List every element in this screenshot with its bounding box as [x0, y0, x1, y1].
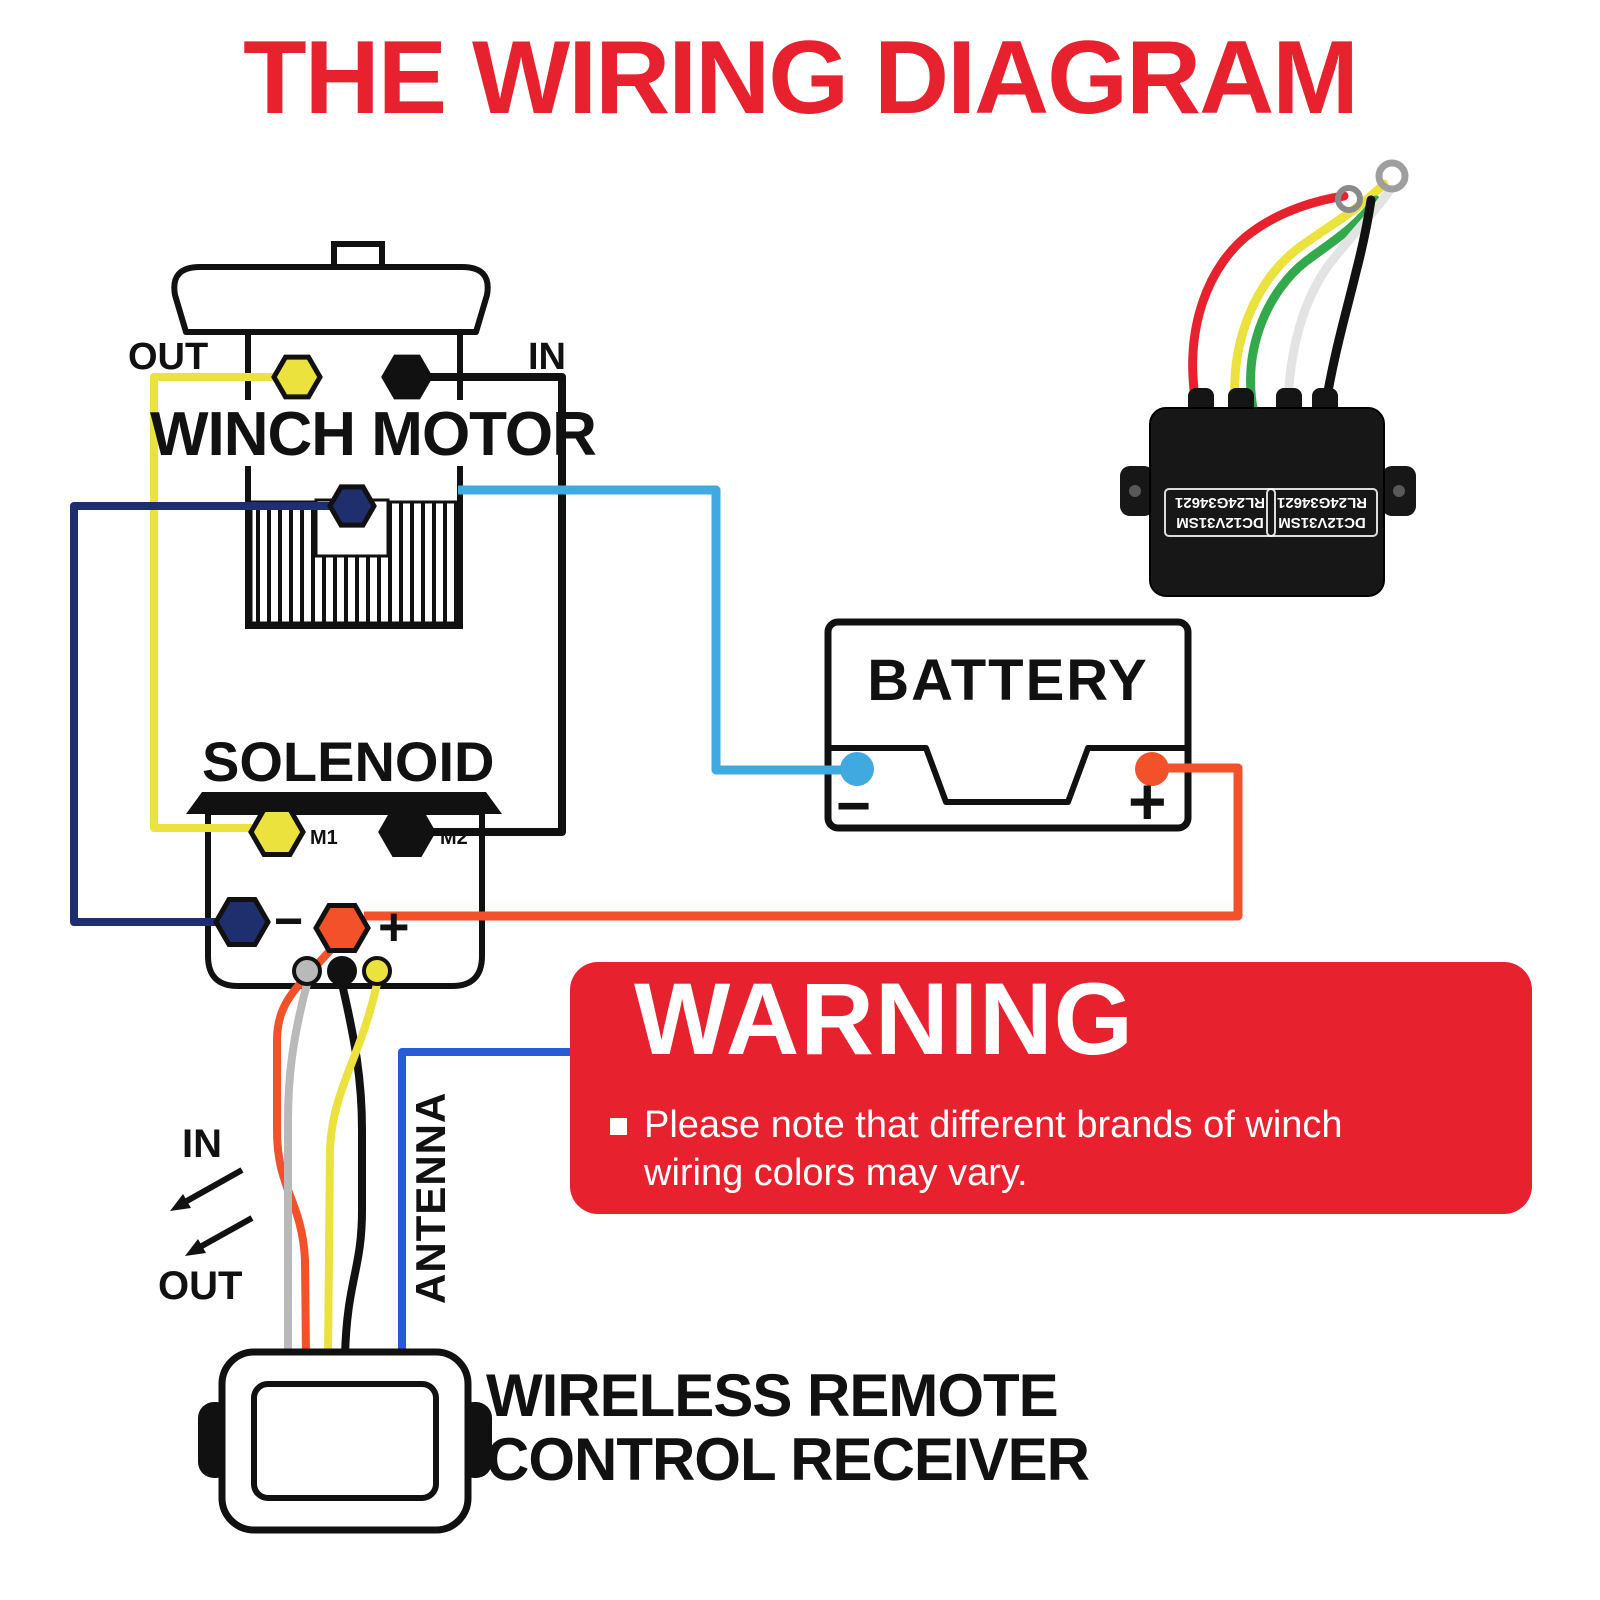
wire-motor-to-solenoid-minus	[70, 502, 348, 926]
receiver-module-photo	[1120, 159, 1416, 597]
photo-red-wire	[1188, 191, 1349, 419]
battery-minus-terminal	[840, 752, 874, 786]
wire-in-to-m2	[412, 373, 566, 836]
solenoid-m2-terminal	[378, 807, 436, 857]
solenoid-stud-yellow	[362, 956, 392, 986]
module-ear-hole	[1393, 485, 1405, 497]
flow-in-label: IN	[182, 1122, 222, 1166]
photo-green-wire	[1246, 195, 1381, 419]
module-ear-hole	[1129, 485, 1141, 497]
wire-antenna	[398, 1048, 620, 1356]
wire-yellow-to-receiver	[324, 983, 381, 1357]
solenoid-minus-terminal	[213, 897, 271, 947]
solenoid-plus-terminal	[313, 903, 371, 953]
battery-plus-label: +	[1128, 764, 1167, 838]
motor-out-terminal	[271, 354, 323, 400]
module-print-serial: RL24G34621	[1276, 494, 1368, 512]
motor-center-terminal	[327, 484, 377, 528]
solenoid-stud-black	[327, 956, 357, 986]
solenoid-m1-label: M1	[310, 827, 338, 849]
warning-note: Please note that different brands of win…	[644, 1104, 1343, 1194]
module-print-model: DC12V31SM	[1176, 514, 1264, 531]
motor-in-terminal	[381, 354, 433, 400]
page-title: THE WIRING DIAGRAM	[243, 20, 1359, 136]
remote-receiver-label-line2: CONTROL RECEIVER	[486, 1426, 1090, 1493]
antenna-label: ANTENNA	[407, 1091, 454, 1304]
battery-body	[824, 618, 1192, 832]
warning-panel: WARNING Please note that different brand…	[570, 962, 1532, 1214]
solenoid-minus-label: −	[274, 893, 304, 949]
remote-receiver-label-line1: WIRELESS REMOTE	[486, 1362, 1059, 1429]
in-arrow-line	[183, 1167, 244, 1205]
winch-motor-drawing	[171, 241, 558, 629]
terminals	[213, 354, 436, 953]
in-arrow-head	[170, 1194, 191, 1211]
warning-bullet-icon	[610, 1118, 627, 1135]
battery-label: BATTERY	[867, 648, 1149, 713]
motor-in-label: IN	[528, 336, 566, 378]
photo-black-wire	[1319, 195, 1376, 419]
ring-terminal-icon	[1375, 159, 1409, 193]
module-print-model: DC12V31SM	[1278, 514, 1366, 531]
module-print-left: DC12V31SM RL24G34621	[1164, 488, 1276, 537]
battery-profile	[828, 745, 1188, 805]
solenoid-stud-gray	[292, 956, 322, 986]
solenoid-m2-label: M2	[440, 827, 468, 849]
wire-gray-to-receiver	[284, 982, 311, 1356]
motor-cap	[171, 264, 491, 335]
motor-label-mask	[172, 400, 558, 466]
warning-title: WARNING	[634, 962, 1134, 1076]
solenoid-m1-terminal	[248, 807, 306, 857]
solenoid-label: SOLENOID	[202, 730, 495, 793]
motor-out-label: OUT	[128, 336, 209, 378]
module-print-serial: RL24G34621	[1174, 494, 1266, 512]
receiver-inner-panel	[251, 1381, 439, 1501]
solenoid-plus-label: +	[378, 897, 410, 957]
wire-motor-to-battery-minus	[458, 485, 843, 775]
ring-terminal-icon	[1335, 185, 1363, 213]
remote-receiver-drawing	[198, 1348, 492, 1534]
battery-plus-terminal	[1135, 752, 1169, 786]
out-arrow-line	[198, 1215, 254, 1250]
module-print-right: DC12V31SM RL24G34621	[1266, 488, 1378, 537]
direction-arrows	[170, 1167, 254, 1256]
out-arrow-head	[185, 1239, 206, 1256]
winch-motor-label: WINCH MOTOR	[150, 400, 597, 469]
wire-black-to-receiver	[338, 983, 366, 1357]
battery-minus-label: −	[836, 772, 872, 839]
battery-drawing	[824, 618, 1192, 832]
module-body	[1149, 407, 1385, 597]
flow-out-label: OUT	[158, 1264, 243, 1308]
wire-battery-plus-to-solenoid-plus	[364, 763, 1243, 921]
wire-out-to-m1	[150, 373, 290, 832]
